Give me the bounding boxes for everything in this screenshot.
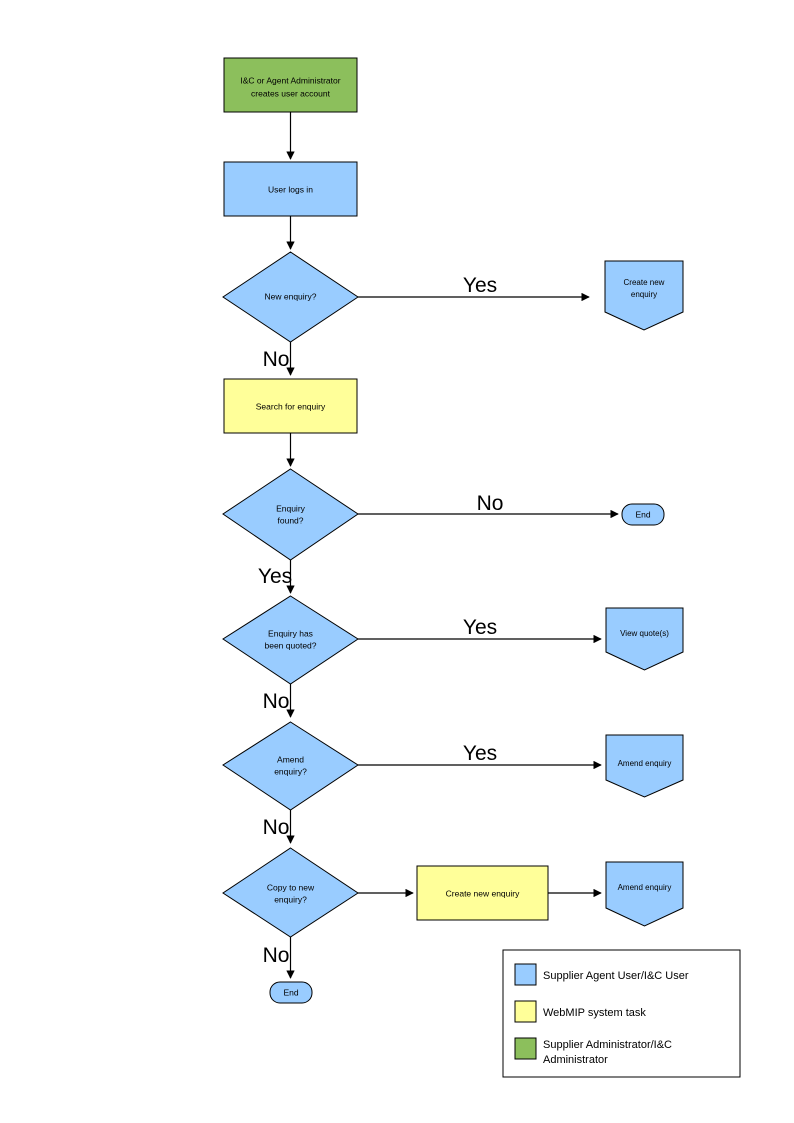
node-label-line1: Create new enquiry <box>446 888 520 898</box>
node-label-line1: Enquiry has <box>268 628 313 638</box>
edge-label-new-enquiry-yes: Yes <box>463 274 497 297</box>
node-label-line2: enquiry? <box>274 894 307 904</box>
node-search-for-enquiry[interactable]: Search for enquiry <box>223 378 358 434</box>
legend: Supplier Agent User/I&C User WebMIP syst… <box>502 949 741 1078</box>
node-user-logs-in[interactable]: User logs in <box>223 161 358 217</box>
legend-swatch-green <box>514 1037 537 1060</box>
node-create-new-enquiry-top[interactable]: Create new enquiry <box>604 260 684 331</box>
edge-label-quoted-no: No <box>263 690 290 713</box>
node-label-line1: End <box>283 987 298 997</box>
node-label-line1: Copy to new <box>267 882 315 892</box>
node-label-line1: View quote(s) <box>620 629 669 638</box>
edge-label-quoted-yes: Yes <box>463 616 497 639</box>
node-decision-new-enquiry[interactable]: New enquiry? <box>222 251 359 343</box>
node-decision-enquiry-quoted[interactable]: Enquiry has been quoted? <box>222 595 359 685</box>
node-label-line1: User logs in <box>268 184 313 194</box>
node-label-line2: been quoted? <box>265 640 317 650</box>
node-label-line2: creates user account <box>251 88 331 98</box>
edge-label-enquiry-found-yes: Yes <box>258 565 292 588</box>
node-amend-enquiry-right[interactable]: Amend enquiry <box>605 734 684 798</box>
legend-label-line1: Supplier Agent User/I&C User <box>543 970 689 982</box>
legend-item-supplier-administrator: Supplier Administrator/I&C Administrator <box>514 1037 672 1066</box>
edge-labels: Yes No No Yes Yes No Yes No No <box>258 274 504 967</box>
node-label-line2: enquiry <box>631 290 657 299</box>
node-decision-enquiry-found[interactable]: Enquiry found? <box>222 468 359 561</box>
node-decision-copy-to-new-enquiry[interactable]: Copy to new enquiry? <box>222 847 359 938</box>
node-end-terminator-right[interactable]: End <box>621 503 665 526</box>
edge-label-new-enquiry-no: No <box>263 348 290 371</box>
edge-label-amend-no: No <box>263 816 290 839</box>
legend-label-line2: Administrator <box>543 1054 608 1066</box>
node-end-terminator-bottom[interactable]: End <box>269 981 313 1004</box>
legend-label-line1: Supplier Administrator/I&C <box>543 1039 672 1051</box>
legend-item-supplier-agent-user: Supplier Agent User/I&C User <box>514 963 689 986</box>
node-label-line2: found? <box>278 515 304 525</box>
node-label-line1: Amend <box>277 754 304 764</box>
node-view-quotes[interactable]: View quote(s) <box>605 607 684 671</box>
node-label-line1: Amend enquiry <box>618 883 672 892</box>
legend-swatch-blue <box>514 963 537 986</box>
node-label-line2: enquiry? <box>274 766 307 776</box>
node-create-new-enquiry-system[interactable]: Create new enquiry <box>416 865 549 921</box>
node-decision-amend-enquiry[interactable]: Amend enquiry? <box>222 721 359 811</box>
legend-border <box>502 949 741 1078</box>
node-label-line1: Create new <box>624 278 665 287</box>
node-label-line1: I&C or Agent Administrator <box>240 75 340 85</box>
node-label-line1: Search for enquiry <box>256 401 326 411</box>
legend-item-webmip-system-task: WebMIP system task <box>514 1000 646 1023</box>
node-admin-creates-user-account[interactable]: I&C or Agent Administrator creates user … <box>223 57 358 113</box>
node-label-line1: Enquiry <box>276 503 306 513</box>
node-label-line1: New enquiry? <box>265 291 317 301</box>
node-amend-enquiry-bottom[interactable]: Amend enquiry <box>605 861 684 927</box>
edge-label-copy-no: No <box>263 944 290 967</box>
node-label-line1: End <box>635 509 650 519</box>
node-label-line1: Amend enquiry <box>618 759 672 768</box>
legend-swatch-yellow <box>514 1000 537 1023</box>
connectors <box>286 112 619 979</box>
edge-label-enquiry-found-no: No <box>477 492 504 515</box>
legend-label-line1: WebMIP system task <box>543 1007 646 1019</box>
edge-label-amend-yes: Yes <box>463 742 497 765</box>
